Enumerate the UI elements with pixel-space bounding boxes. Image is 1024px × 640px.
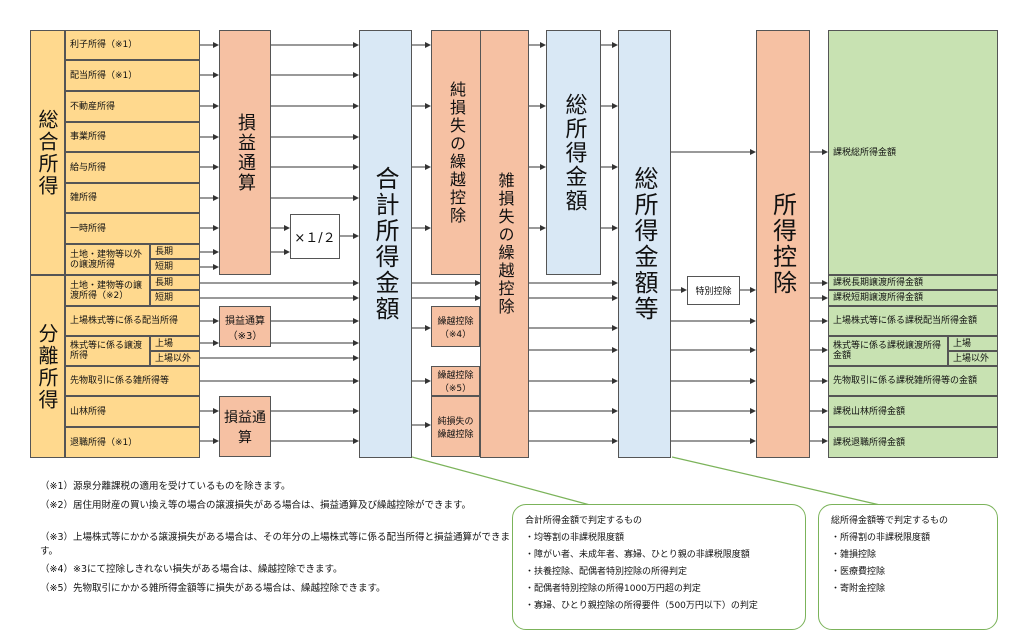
income-ichiji: 一時所得 (65, 213, 200, 244)
gokei-judgment-item: ・配偶者特別控除の所得1000万円超の判定 (525, 584, 701, 594)
kurikoshi-5-box: 繰越控除（※5） (431, 366, 480, 396)
half-box: ×１/２ (290, 214, 340, 259)
term-tanki-2: 短期 (150, 290, 200, 306)
soneki-tsusan-3-box: 損益通算（※3） (219, 306, 271, 347)
gokei-judgment-box: 合計所得金額で判定するもの ・均等割の非課税限度額 ・障がい者、未成年者、寡婦、… (512, 504, 806, 630)
result-kabu-joto: 株式等に係る課税譲渡所得金額 (828, 336, 948, 366)
term-jojo-igai: 上場以外 (150, 351, 200, 366)
income-kyuyo: 給与所得 (65, 152, 200, 183)
kurikoshi-4-box: 繰越控除（※4） (431, 306, 480, 347)
result-kabu-jojo: 上場 (948, 336, 998, 351)
junson-kurikoshi-b-box: 純損失の繰越控除 (431, 396, 480, 457)
income-tochi-igai: 土地・建物等以外の譲渡所得 (65, 244, 150, 275)
income-sakimono: 先物取引に係る雑所得等 (65, 366, 200, 396)
gokei-judgment-item: ・障がい者、未成年者、寡婦、ひとり親の非課税限度額 (525, 550, 750, 560)
soshotoku-box: 総所得金額 (546, 30, 601, 275)
result-sanrin: 課税山林所得金額 (828, 396, 998, 427)
footnote-5: （※5）先物取引にかかる雑所得金額等に損失がある場合は、繰越控除できます。 (40, 583, 386, 594)
soshotoku-judgment-item: ・寄附金控除 (831, 584, 886, 594)
result-kazei-soshotoku: 課税総所得金額 (828, 30, 998, 275)
soneki-tsusan-box: 損益通算 (219, 30, 271, 275)
result-jojo-haito: 上場株式等に係る課税配当所得金額 (828, 306, 998, 336)
gokei-judgment-item: ・寡婦、ひとり親控除の所得要件（500万円以下）の判定 (525, 601, 758, 611)
footnote-4: （※4）※3にて控除しきれない損失がある場合は、繰越控除できます。 (40, 564, 343, 575)
footnote-2: （※2）居住用財産の買い換え等の場合の譲渡損失がある場合は、損益通算及び繰越控除… (40, 500, 472, 511)
soneki-tsusan-b-box: 損益通算 (219, 396, 271, 457)
soshotoku-judgment-box: 総所得金額等で判定するもの ・所得割の非課税限度額 ・雑損控除 ・医療費控除 ・… (818, 504, 998, 630)
income-rishi: 利子所得（※1） (65, 30, 200, 60)
income-zatsu: 雑所得 (65, 183, 200, 213)
group-sogo-label: 総合所得 (30, 30, 65, 275)
income-jojo-haito: 上場株式等に係る配当所得 (65, 306, 200, 336)
footnote-1: （※1）源泉分離課税の適用を受けているものを除きます。 (40, 481, 291, 492)
term-tanki-1: 短期 (150, 259, 200, 275)
junson-kurikoshi-box: 純損失の繰越控除 (431, 30, 481, 275)
gokei-judgment-title: 合計所得金額で判定するもの (525, 516, 643, 526)
shotoku-kojo-box: 所得控除 (756, 30, 810, 458)
soshotoku-to-box: 総所得金額等 (618, 30, 671, 458)
result-tanki-joto: 課税短期譲渡所得金額 (828, 290, 998, 306)
gokei-judgment-item: ・扶養控除、配偶者特別控除の所得判定 (525, 567, 688, 577)
term-choki-2: 長期 (150, 275, 200, 290)
income-haito: 配当所得（※1） (65, 60, 200, 91)
soshotoku-judgment-title: 総所得金額等で判定するもの (831, 516, 949, 526)
soshotoku-judgment-item: ・医療費控除 (831, 567, 886, 577)
soshotoku-judgment-item: ・雑損控除 (831, 550, 877, 560)
term-jojo: 上場 (150, 336, 200, 351)
income-taishoku: 退職所得（※1） (65, 427, 200, 458)
result-taishoku: 課税退職所得金額 (828, 427, 998, 458)
term-choki-1: 長期 (150, 244, 200, 259)
group-bunri-label: 分離所得 (30, 275, 65, 458)
gokei-judgment-item: ・均等割の非課税限度額 (525, 533, 625, 543)
zatsuson-kurikoshi-box: 雑損失の繰越控除 (480, 30, 529, 458)
result-sakimono: 先物取引に係る課税雑所得等の金額 (828, 366, 998, 396)
result-choki-joto: 課税長期譲渡所得金額 (828, 275, 998, 290)
income-sanrin: 山林所得 (65, 396, 200, 427)
gokei-shotoku-box: 合計所得金額 (359, 30, 412, 458)
income-tochi: 土地・建物等の譲渡所得（※2） (65, 275, 150, 306)
income-kabu: 株式等に係る譲渡所得 (65, 336, 150, 366)
footnote-3: （※3）上場株式等にかかる譲渡損失がある場合は、その年分の上場株式等に係る配当所… (40, 532, 511, 557)
tokubetsu-kojo-box: 特別控除 (687, 276, 740, 305)
income-fudosan: 不動産所得 (65, 91, 200, 122)
soshotoku-judgment-item: ・所得割の非課税限度額 (831, 533, 931, 543)
result-kabu-jojo-igai: 上場以外 (948, 351, 998, 366)
income-jigyo: 事業所得 (65, 122, 200, 152)
